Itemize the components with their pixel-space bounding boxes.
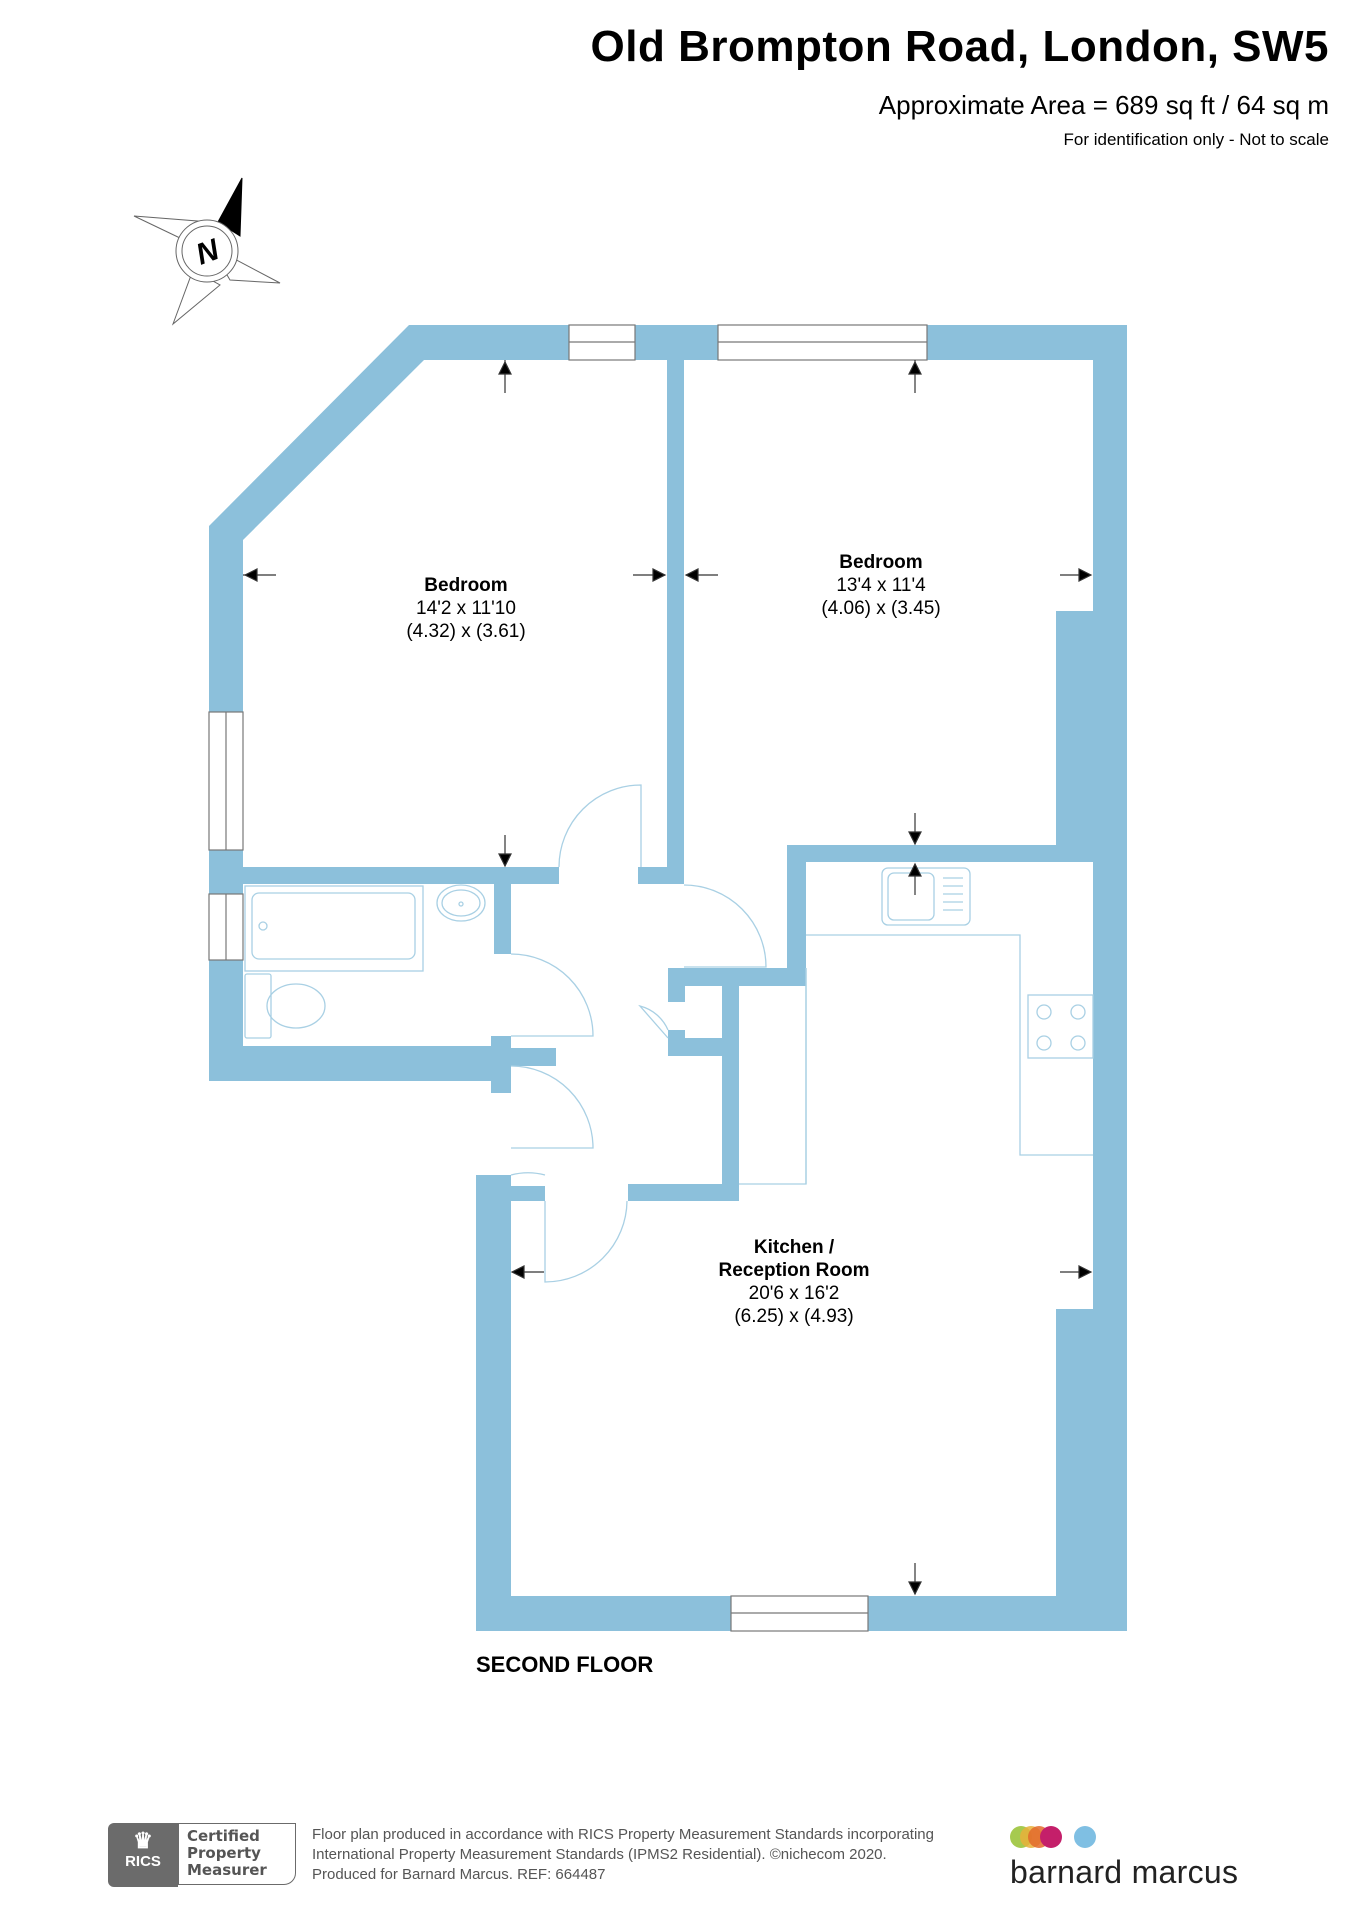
room-label-bedroom-1: Bedroom 14'2 x 11'10 (4.32) x (3.61) [406,574,525,643]
certified-property-measurer: Certified Property Measurer [178,1823,296,1885]
room-label-kitchen-reception: Kitchen / Reception Room 20'6 x 16'2 (6.… [719,1236,870,1328]
scale-note: For identification only - Not to scale [1063,130,1329,149]
property-title: Old Brompton Road, London, SW5 [590,22,1329,71]
rics-badge: ♛ RICS Certified Property Measurer [108,1823,298,1887]
fixtures [244,784,1094,1283]
room-metric: (4.06) x (3.45) [821,598,941,619]
room-imperial: 13'4 x 11'4 [836,575,926,596]
footer-disclaimer: Floor plan produced in accordance with R… [312,1826,934,1883]
rics-logo: ♛ RICS [108,1823,178,1887]
room-metric: (6.25) x (4.93) [734,1306,854,1327]
room-metric: (4.32) x (3.61) [406,621,526,642]
lion-icon: ♛ [133,1828,153,1853]
approximate-area: Approximate Area = 689 sq ft / 64 sq m [878,90,1329,120]
room-name-line1: Kitchen / [753,1237,835,1258]
room-name: Bedroom [424,575,508,596]
windows [208,324,928,1632]
floor-label: SECOND FLOOR [476,1652,654,1677]
walls [209,325,1127,1631]
north-arrow-icon: N [133,177,281,326]
room-name: Bedroom [839,552,923,573]
dimension-arrows [243,360,1093,1596]
room-imperial: 20'6 x 16'2 [748,1283,840,1304]
room-label-bedroom-2: Bedroom 13'4 x 11'4 (4.06) x (3.45) [821,551,940,620]
room-imperial: 14'2 x 11'10 [416,598,516,619]
room-name-line2: Reception Room [718,1260,870,1281]
brand-name: barnard marcus [1010,1854,1239,1890]
